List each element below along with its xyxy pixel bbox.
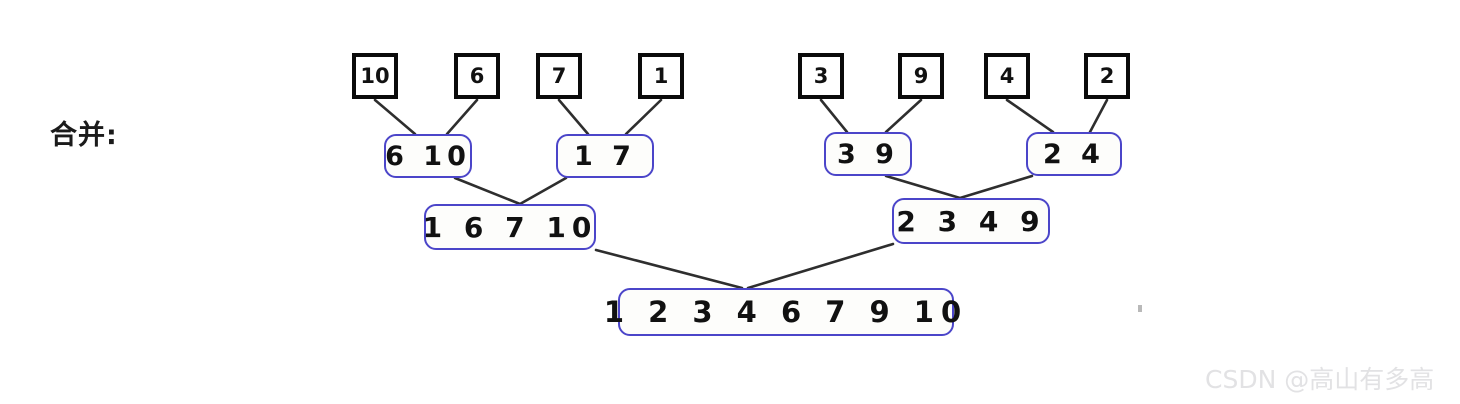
merge-node-level-2: 2 4 <box>1026 132 1122 176</box>
tree-edge <box>445 98 479 136</box>
tree-edge <box>557 98 590 136</box>
tree-edge <box>373 98 417 136</box>
leaf-node: 2 <box>1084 53 1130 99</box>
tree-edge <box>746 242 895 290</box>
merge-node-final: 1 2 3 4 6 7 9 10 <box>604 288 961 336</box>
merge-node-level-3: 2 3 4 9 <box>892 198 1050 244</box>
tree-edge <box>594 248 744 290</box>
tree-edge <box>884 174 962 200</box>
section-label: 合并: <box>50 120 118 151</box>
leaf-node: 6 <box>454 53 500 99</box>
watermark-text: CSDN @高山有多高 <box>1205 365 1435 394</box>
leaf-node: 10 <box>352 53 398 99</box>
leaf-node: 4 <box>984 53 1030 99</box>
leaf-node: 9 <box>898 53 944 99</box>
merge-node-level-3: 1 6 7 10 <box>423 204 596 250</box>
tree-edge <box>884 98 923 134</box>
tree-edge <box>819 98 849 134</box>
leaf-node: 7 <box>536 53 582 99</box>
leaf-node: 3 <box>798 53 844 99</box>
merge-node-level-2: 1 7 <box>556 134 654 178</box>
tree-edge <box>1088 98 1109 134</box>
merge-node-level-2: 6 10 <box>384 134 472 178</box>
leaf-node: 1 <box>638 53 684 99</box>
tree-edge <box>958 174 1034 200</box>
stray-mark <box>1138 305 1142 312</box>
merge-node-level-2: 3 9 <box>824 132 912 176</box>
tree-edge <box>453 176 522 206</box>
tree-edge <box>624 98 663 136</box>
tree-edge <box>1005 98 1055 134</box>
tree-edge <box>518 176 568 206</box>
